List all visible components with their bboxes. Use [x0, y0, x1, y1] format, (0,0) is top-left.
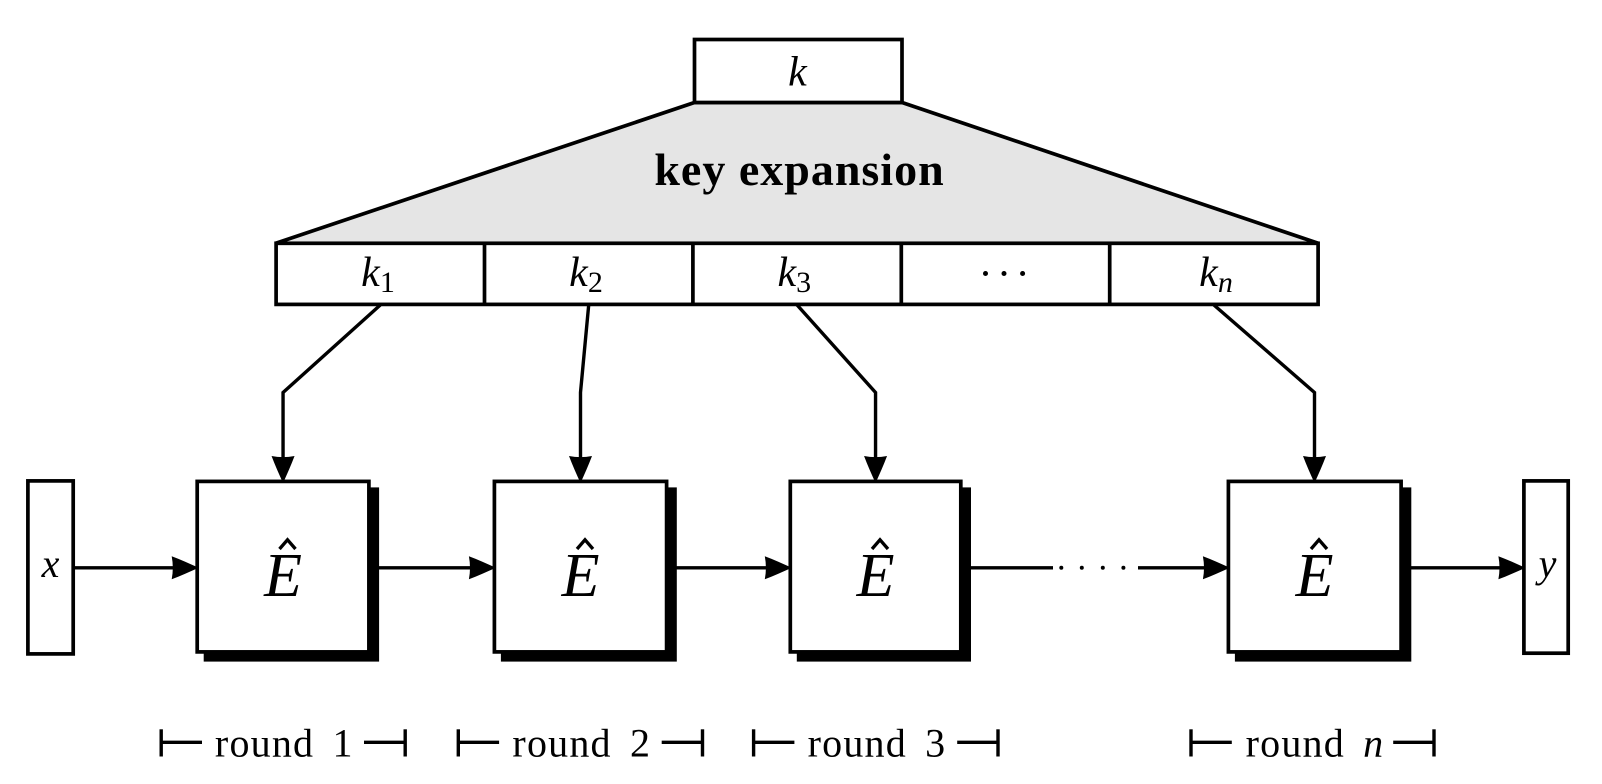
svg-text:round n: round n [1246, 720, 1385, 765]
svg-text:E: E [1295, 542, 1334, 610]
svg-text:k: k [788, 50, 808, 96]
svg-text:round 3: round 3 [808, 720, 947, 765]
svg-text:key expansion: key expansion [654, 144, 944, 195]
svg-text:round 2: round 2 [512, 720, 651, 765]
svg-text:E: E [856, 542, 895, 610]
svg-text:y: y [1535, 541, 1557, 586]
svg-text:x: x [41, 541, 60, 586]
svg-text:k1: k1 [361, 250, 395, 299]
svg-text:E: E [263, 542, 302, 610]
svg-text:E: E [561, 542, 600, 610]
svg-text:round 1: round 1 [215, 720, 354, 765]
